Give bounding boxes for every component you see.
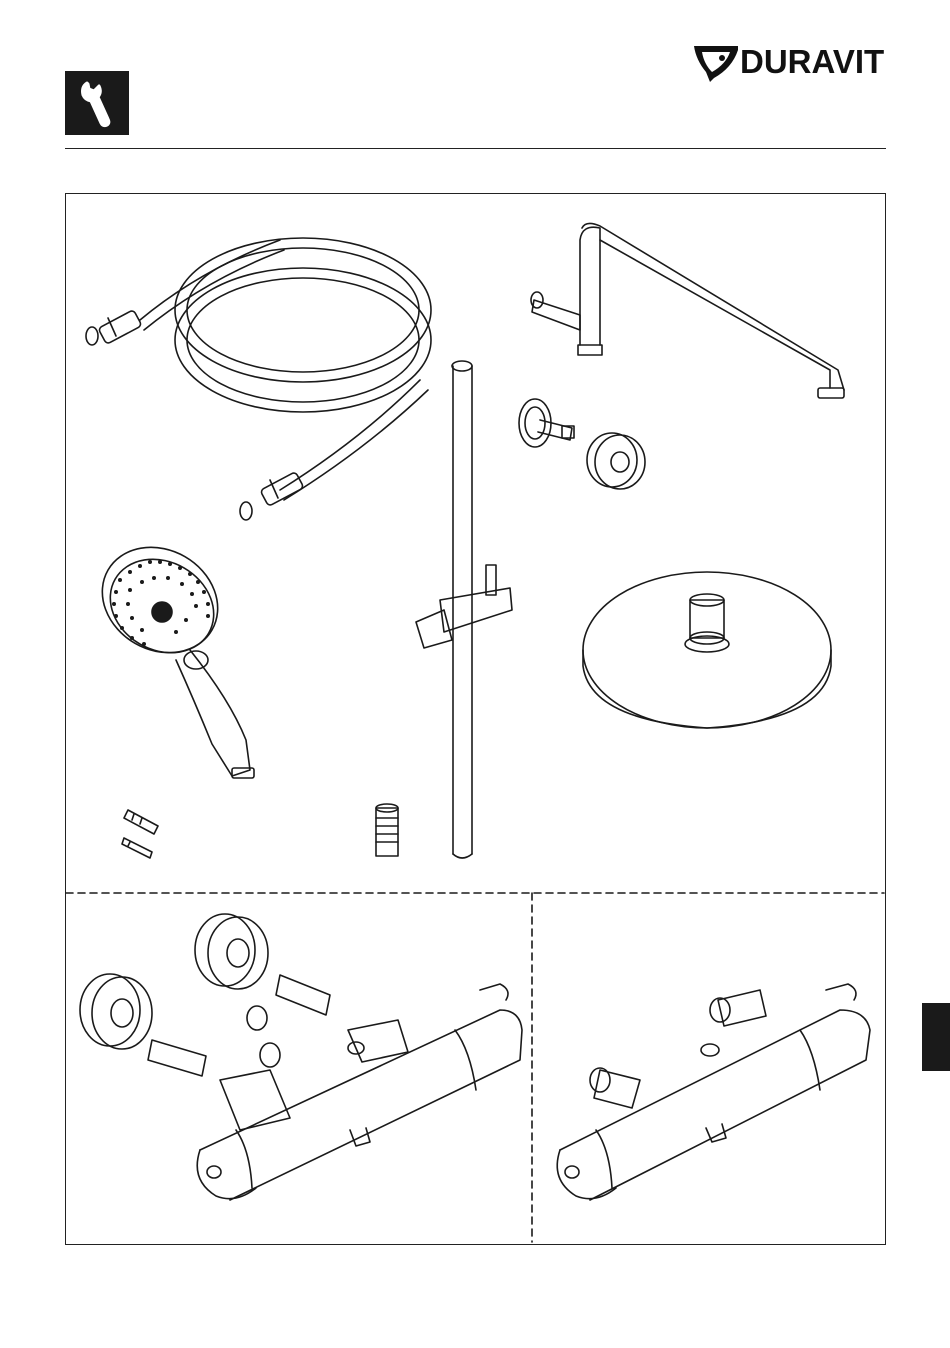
overhead-shower-icon (583, 572, 831, 728)
mixer-icon (557, 984, 870, 1200)
hose-icon (86, 238, 431, 520)
screw-icon (122, 810, 158, 858)
hand-shower-icon (83, 527, 254, 778)
bracket-icon (519, 399, 574, 447)
adapter-icon (376, 804, 398, 856)
shower-arm-icon (531, 223, 844, 398)
mixer-icon (80, 914, 522, 1200)
rosette-icon (587, 433, 645, 489)
rail-icon (416, 361, 512, 858)
